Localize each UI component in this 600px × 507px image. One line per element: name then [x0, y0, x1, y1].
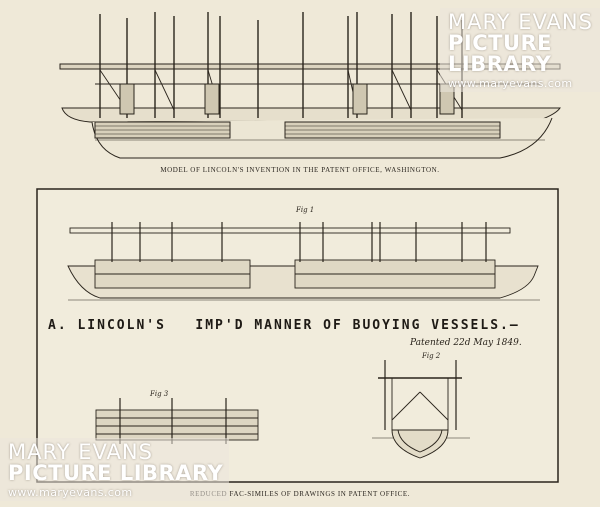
- model-caption: Model of Lincoln's invention in the Pate…: [160, 166, 440, 174]
- fig-2-label: Fig 2: [422, 352, 441, 360]
- plate-title: A. LINCOLN'S IMP'D MANNER OF BUOYING VES…: [48, 318, 520, 333]
- watermark-url: www.maryevans.com: [8, 486, 133, 499]
- plate-caption: Reduced fac-similes of drawings in Paten…: [189, 490, 411, 498]
- watermark-top-right: MARY EVANS PICTURE LIBRARY www.maryevans…: [440, 8, 600, 92]
- fig-3-label: Fig 3: [150, 390, 169, 398]
- watermark-url: www.maryevans.com: [448, 77, 573, 90]
- watermark-line1: MARY EVANS: [448, 10, 593, 34]
- watermark-bottom-left: MARY EVANS PICTURE LIBRARY www.maryevans…: [0, 438, 230, 501]
- watermark-line2: PICTURE LIBRARY: [8, 461, 224, 485]
- patent-date: Patented 22d May 1849.: [410, 338, 522, 348]
- model-illustration: [59, 12, 561, 159]
- fig-1-label: Fig 1: [296, 206, 315, 214]
- watermark-line1: MARY EVANS: [8, 440, 153, 464]
- watermark-line2: PICTURE LIBRARY: [448, 31, 553, 76]
